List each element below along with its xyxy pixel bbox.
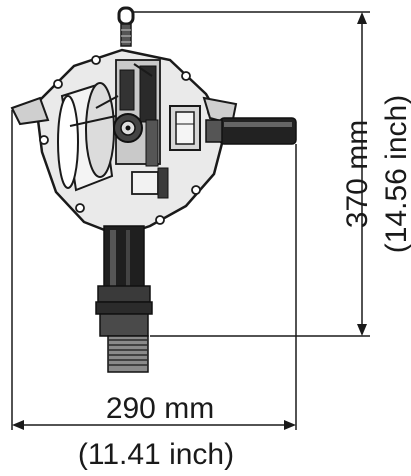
height-dimension: [134, 11, 370, 337]
height-imperial-label: (14.56 inch): [380, 95, 411, 253]
width-arrow-left: [12, 420, 24, 430]
drive-mechanism: [95, 59, 169, 199]
lifting-eye: [117, 6, 135, 47]
width-metric-label: 290 mm: [106, 392, 214, 425]
width-imperial-label: (11.41 inch): [78, 438, 234, 471]
clamp-spindle: [95, 225, 153, 373]
width-arrow-right: [284, 420, 296, 430]
height-arrow-top: [357, 12, 367, 24]
height-metric-label: 370 mm: [341, 120, 374, 228]
handle: [205, 117, 297, 145]
tool-illustration: [10, 6, 297, 373]
height-arrow-bottom: [357, 324, 367, 336]
width-dimension: [11, 110, 297, 430]
motor-cylinder: [57, 82, 117, 192]
side-gearbox: [169, 105, 201, 151]
left-bracket: [10, 96, 50, 126]
